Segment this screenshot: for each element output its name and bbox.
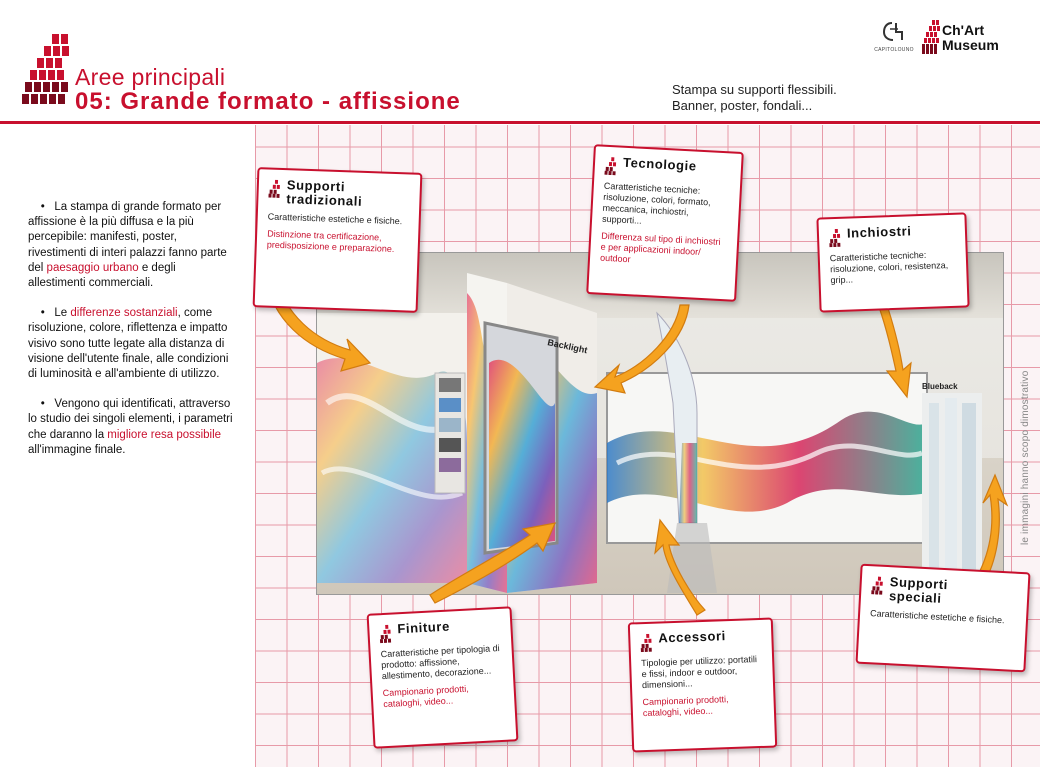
card-description: Caratteristiche estetiche e fisiche.	[267, 211, 403, 227]
intro-paragraph-3: • Vengono qui identificati, attraverso l…	[28, 398, 233, 456]
section-mark-icon	[268, 179, 280, 198]
page-title: 05: Grande formato - affissione	[75, 88, 461, 115]
header-divider	[0, 121, 1040, 124]
card-description: Caratteristiche per tipologia di prodott…	[380, 642, 500, 682]
card-title: Tecnologie	[622, 154, 698, 174]
page-subtitle: Aree principali	[75, 64, 226, 90]
card-title: Inchiostri	[846, 223, 912, 241]
card-tecnologie[interactable]: Tecnologie Caratteristiche tecniche: ris…	[586, 144, 744, 302]
card-title: Accessori	[658, 628, 727, 646]
card-finiture[interactable]: Finiture Caratteristiche per tipologia d…	[366, 606, 519, 749]
capitolouno-logo: CAPITOLOUNO	[874, 20, 914, 54]
section-mark-icon	[604, 157, 617, 176]
page-tagline: Stampa su supporti flessibili. Banner, p…	[672, 82, 837, 113]
card-note: Differenza sul tipo di inchiostri e per …	[599, 230, 721, 265]
arrow-icon	[654, 518, 706, 616]
intro-paragraph-1: • La stampa di grande formato per affiss…	[28, 201, 227, 290]
arrow-icon	[974, 473, 1009, 586]
capitolouno-logo-icon	[882, 22, 903, 41]
left-panel-bg	[0, 125, 255, 767]
museum-logo: Ch'Art Museum	[922, 20, 1030, 56]
card-title: Finiture	[396, 618, 451, 637]
card-inchiostri[interactable]: Inchiostri Caratteristiche tecniche: ris…	[816, 212, 970, 313]
museum-brand-name: Ch'Art Museum	[942, 22, 999, 53]
card-accessori[interactable]: Accessori Tipologie per utilizzo: portat…	[627, 617, 778, 753]
arrow-icon	[429, 522, 556, 604]
card-description: Caratteristiche tecniche: risoluzione, c…	[601, 180, 711, 226]
card-description: Tipologie per utilizzo: portatili e fiss…	[641, 654, 758, 691]
section-mark-icon	[22, 34, 69, 104]
card-description: Caratteristiche tecniche: risoluzione, c…	[829, 249, 949, 286]
museum-logo-icon	[922, 20, 940, 54]
card-note: Campionario prodotti, cataloghi, video..…	[382, 683, 469, 710]
card-note: Distinzione tra certificazione, predispo…	[266, 228, 395, 254]
arrow-icon	[593, 304, 690, 394]
blueback-label: Blueback	[922, 382, 958, 391]
card-description: Caratteristiche estetiche e fisiche.	[869, 608, 1005, 626]
card-note: Campionario prodotti, cataloghi, video..…	[642, 694, 729, 719]
exhibit-photo: Backlight Blueback	[316, 252, 1004, 595]
intro-paragraph-2: • Le differenze sostanziali, come risolu…	[28, 307, 229, 381]
intro-text: • La stampa di grande formato per affiss…	[28, 200, 233, 473]
exhibit-illustration: Backlight Blueback	[317, 273, 982, 593]
arrow-icon	[878, 304, 912, 399]
section-mark-icon	[871, 576, 883, 595]
section-mark-icon	[379, 624, 392, 644]
section-mark-icon	[829, 228, 841, 248]
section-mark-icon	[640, 633, 652, 653]
